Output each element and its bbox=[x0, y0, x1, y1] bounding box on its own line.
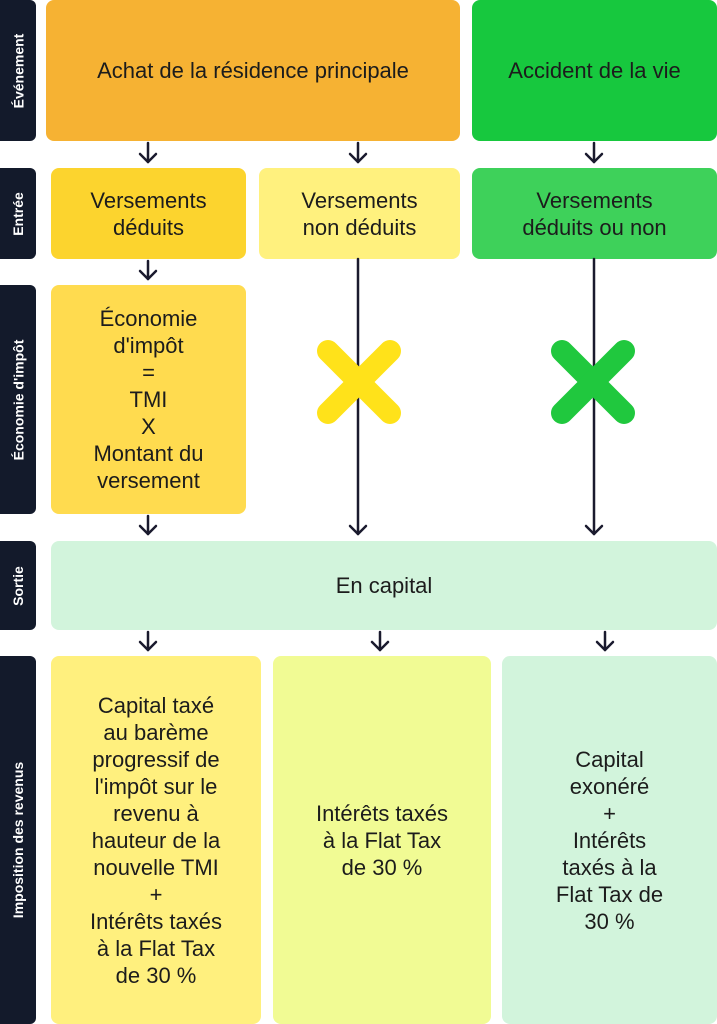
imposition-flat-tax-text: Intérêts taxés à la Flat Tax de 30 % bbox=[315, 800, 449, 880]
row-label-sortie: Sortie bbox=[0, 541, 36, 630]
arrow-achat-to-deduits bbox=[138, 141, 158, 164]
imposition-flat-tax: Intérêts taxés à la Flat Tax de 30 % bbox=[273, 656, 491, 1024]
entree-deduits-ou-non-text: Versements déduits ou non bbox=[522, 187, 667, 240]
arrow-accident-to-deduits-ou-non bbox=[584, 141, 604, 164]
economie-impot-formule: Économie d'impôt = TMI X Montant du vers… bbox=[51, 285, 246, 514]
event-achat-text: Achat de la résidence principale bbox=[97, 58, 409, 83]
entree-versements-deduits: Versements déduits bbox=[51, 168, 246, 259]
arrow-sortie-to-exonere bbox=[595, 630, 615, 652]
event-accident-vie: Accident de la vie bbox=[472, 0, 717, 141]
entree-non-deduits-text: Versements non déduits bbox=[301, 187, 418, 240]
event-accident-text: Accident de la vie bbox=[508, 58, 681, 83]
sortie-capital-text: En capital bbox=[335, 573, 433, 598]
entree-versements-non-deduits: Versements non déduits bbox=[259, 168, 460, 259]
imposition-exonere: Capital exonéré + Intérêts taxés à la Fl… bbox=[502, 656, 717, 1024]
cross-icon bbox=[551, 340, 635, 424]
entree-deduits-text: Versements déduits bbox=[90, 187, 207, 240]
imposition-exonere-text: Capital exonéré + Intérêts taxés à la Fl… bbox=[555, 746, 664, 934]
row-label-evenement: Événement bbox=[0, 0, 36, 141]
cross-icon bbox=[317, 340, 401, 424]
economie-formule-text: Économie d'impôt = TMI X Montant du vers… bbox=[93, 306, 204, 493]
arrow-sortie-to-flat-tax bbox=[370, 630, 390, 652]
row-label-imposition: Imposition des revenus bbox=[0, 656, 36, 1024]
arrow-achat-to-non-deduits bbox=[348, 141, 368, 164]
event-achat-residence: Achat de la résidence principale bbox=[46, 0, 460, 141]
row-label-economie: Économie d'impôt bbox=[0, 285, 36, 514]
arrow-sortie-to-bareme bbox=[138, 630, 158, 652]
sortie-en-capital: En capital bbox=[51, 541, 717, 630]
entree-versements-deduits-ou-non: Versements déduits ou non bbox=[472, 168, 717, 259]
arrow-deduits-to-economie bbox=[138, 259, 158, 281]
imposition-bareme: Capital taxé au barème progressif de l'i… bbox=[51, 656, 261, 1024]
arrow-economie-to-sortie bbox=[138, 514, 158, 536]
row-label-entree: Entrée bbox=[0, 168, 36, 259]
imposition-bareme-text: Capital taxé au barème progressif de l'i… bbox=[89, 692, 223, 988]
